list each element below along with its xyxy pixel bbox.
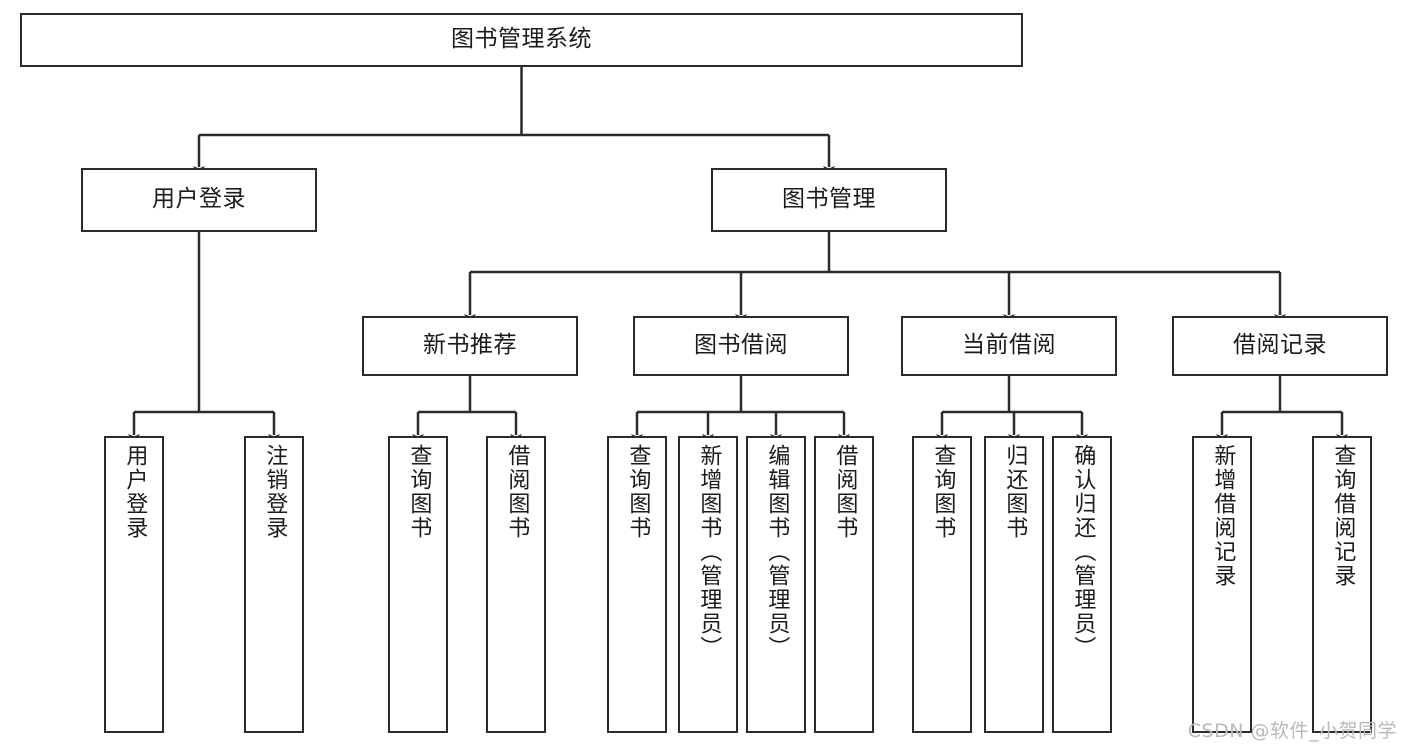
node-bookmgmt[interactable]: 图书管理 bbox=[711, 168, 947, 232]
node-label: 注销登录 bbox=[262, 444, 288, 540]
node-root[interactable]: 图书管理系统 bbox=[20, 13, 1023, 67]
node-leaf-1[interactable]: 用户登录 bbox=[104, 436, 164, 733]
node-label: 图书管理 bbox=[782, 186, 876, 213]
node-leaf-2[interactable]: 注销登录 bbox=[244, 436, 304, 733]
node-leaf-8[interactable]: 借阅图书 bbox=[814, 436, 874, 733]
node-label: 查询图书 bbox=[406, 444, 432, 540]
node-newbooks[interactable]: 新书推荐 bbox=[362, 316, 578, 376]
node-leaf-11[interactable]: 确认归还（管理员） bbox=[1052, 436, 1112, 733]
csdn-watermark: CSDN @软件_小贺同学 bbox=[1187, 720, 1397, 742]
node-leaf-7[interactable]: 编辑图书（管理员） bbox=[746, 436, 806, 733]
node-label: 图书管理系统 bbox=[451, 26, 592, 53]
node-leaf-9[interactable]: 查询图书 bbox=[912, 436, 972, 733]
node-label: 借阅图书 bbox=[832, 444, 858, 540]
node-label: 借阅记录 bbox=[1233, 332, 1327, 359]
node-label: 用户登录 bbox=[152, 186, 246, 213]
node-label: 用户登录 bbox=[122, 444, 148, 540]
node-label: 编辑图书（管理员） bbox=[764, 444, 790, 660]
node-label: 借阅图书 bbox=[504, 444, 530, 540]
node-records[interactable]: 借阅记录 bbox=[1172, 316, 1388, 376]
node-borrow[interactable]: 图书借阅 bbox=[633, 316, 849, 376]
node-leaf-10[interactable]: 归还图书 bbox=[984, 436, 1044, 733]
node-leaf-12[interactable]: 新增借阅记录 bbox=[1192, 436, 1252, 733]
node-leaf-4[interactable]: 借阅图书 bbox=[486, 436, 546, 733]
node-leaf-3[interactable]: 查询图书 bbox=[388, 436, 448, 733]
node-label: 新增图书（管理员） bbox=[696, 444, 722, 660]
node-label: 新增借阅记录 bbox=[1210, 444, 1236, 588]
node-leaf-6[interactable]: 新增图书（管理员） bbox=[678, 436, 738, 733]
node-current[interactable]: 当前借阅 bbox=[901, 316, 1117, 376]
node-leaf-5[interactable]: 查询图书 bbox=[607, 436, 667, 733]
node-label: 查询图书 bbox=[625, 444, 651, 540]
node-login[interactable]: 用户登录 bbox=[81, 168, 317, 232]
node-label: 新书推荐 bbox=[423, 332, 517, 359]
node-label: 归还图书 bbox=[1002, 444, 1028, 540]
node-leaf-13[interactable]: 查询借阅记录 bbox=[1312, 436, 1372, 733]
node-label: 图书借阅 bbox=[694, 332, 788, 359]
node-label: 确认归还（管理员） bbox=[1070, 444, 1096, 660]
node-label: 查询图书 bbox=[930, 444, 956, 540]
node-label: 当前借阅 bbox=[962, 332, 1056, 359]
node-label: 查询借阅记录 bbox=[1330, 444, 1356, 588]
